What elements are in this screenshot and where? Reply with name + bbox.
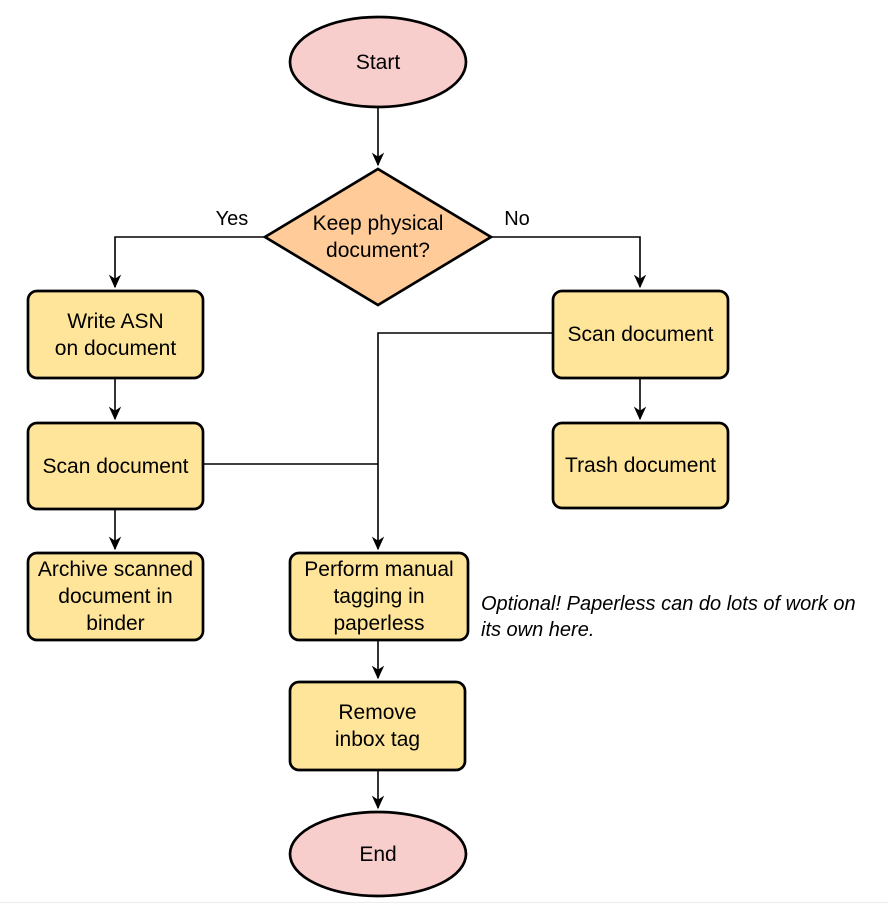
write-asn-node-shape (26, 289, 205, 380)
start-node-shape (288, 15, 468, 109)
end-node-shape (288, 810, 468, 898)
decision-node-shape (262, 167, 494, 307)
edges-group (108, 108, 647, 810)
trash-node-shape (551, 421, 730, 510)
remove-inbox-node-shape (288, 680, 467, 772)
nodes-group (26, 15, 730, 898)
edge-decision-no (491, 236, 647, 289)
tagging-node-shape (288, 551, 470, 642)
archive-node-shape (26, 551, 205, 642)
scan-right-node-shape (551, 289, 730, 380)
scan-left-node-shape (26, 421, 205, 511)
edge-scanright-to-tagging (371, 332, 553, 551)
edge-decision-yes (108, 236, 265, 289)
bottom-divider (0, 902, 888, 903)
